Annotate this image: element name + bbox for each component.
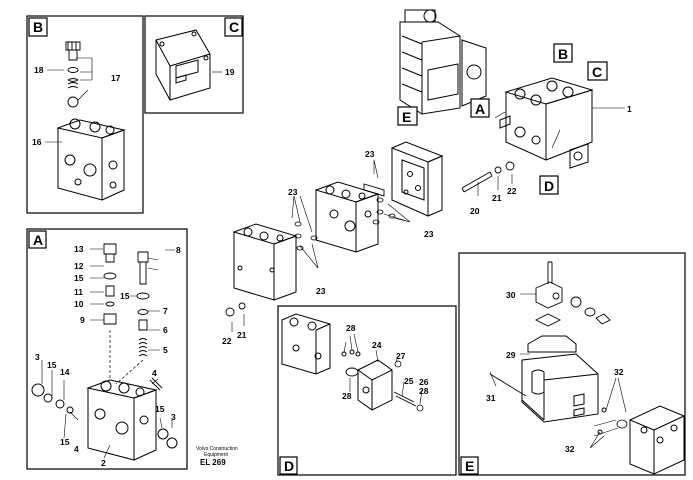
- part-8: 8: [176, 245, 181, 255]
- pilot-screw: [534, 261, 611, 327]
- part-23b: 23: [288, 187, 298, 197]
- footer-line2: Equipment: [204, 452, 229, 458]
- part-15c: 15: [47, 360, 57, 370]
- part-25: 25: [404, 376, 414, 386]
- part-12: 12: [74, 261, 84, 271]
- part-19: 19: [225, 67, 235, 77]
- part-9: 9: [80, 315, 85, 325]
- inlet-section: [232, 223, 298, 301]
- part-4: 4: [74, 444, 79, 454]
- part-29: 29: [506, 350, 516, 360]
- intermediate-section: [314, 181, 380, 253]
- callout-d: D: [544, 178, 554, 194]
- part-26: 26: [419, 377, 429, 387]
- part-27: 27: [396, 351, 406, 361]
- part-17: 17: [111, 73, 121, 83]
- part-7: 7: [163, 306, 168, 316]
- callout-c: C: [592, 64, 602, 80]
- panel-c: [144, 15, 244, 114]
- panel-label-b: B: [33, 19, 43, 35]
- end-cover-section: [390, 141, 444, 217]
- panel-label-c: C: [229, 19, 239, 35]
- valve-block-b: [56, 118, 126, 201]
- part-3: 3: [35, 352, 40, 362]
- part-23a: 23: [365, 149, 375, 159]
- footer-line1: Volvo Construction: [196, 446, 238, 452]
- part-28a: 28: [346, 323, 356, 333]
- gasket-strip: [363, 183, 385, 197]
- cover-d: [357, 359, 393, 411]
- callout-e: E: [402, 109, 411, 125]
- part-15e: 15: [155, 404, 165, 414]
- part-14: 14: [60, 367, 70, 377]
- part-31: 31: [486, 393, 496, 403]
- panel-label-d: D: [284, 458, 294, 474]
- part-5: 5: [163, 345, 168, 355]
- part-13: 13: [74, 244, 84, 254]
- part-23d: 23: [316, 286, 326, 296]
- part-2: 2: [101, 458, 106, 468]
- valve-section-d: [281, 313, 331, 375]
- valve-screw-part: [65, 41, 81, 108]
- part-28c: 28: [342, 391, 352, 401]
- part-18: 18: [34, 65, 44, 75]
- part-15d: 15: [60, 437, 70, 447]
- panel-label-a: A: [33, 232, 43, 248]
- valve-stack-left: [103, 243, 117, 325]
- tie-rod: [225, 161, 515, 317]
- part-10: 10: [74, 299, 84, 309]
- part-22a: 22: [507, 186, 517, 196]
- callout-a: A: [475, 101, 485, 117]
- main-control-valve: [499, 77, 625, 169]
- panel-label-e: E: [465, 458, 474, 474]
- part-11: 11: [74, 287, 83, 297]
- panel-a: [26, 228, 188, 470]
- panel-d: [277, 305, 457, 476]
- part-20: 20: [470, 206, 480, 216]
- part-28b: 28: [419, 386, 429, 396]
- part-1: 1: [627, 104, 632, 114]
- part-6: 6: [163, 325, 168, 335]
- o-rings: [294, 197, 396, 251]
- solenoid-valve-assembly: [399, 9, 487, 115]
- part-21b: 21: [237, 330, 247, 340]
- valve-stack-right: [136, 251, 150, 357]
- valve-section-e: [629, 405, 685, 475]
- part-24: 24: [372, 340, 382, 350]
- part-30: 30: [506, 290, 516, 300]
- part-32a: 32: [614, 367, 624, 377]
- part-3b: 3: [171, 412, 176, 422]
- valve-block-a: [86, 379, 158, 461]
- part-22b: 22: [222, 336, 232, 346]
- doc-code: EL 269: [200, 458, 226, 467]
- part-32b: 32: [565, 444, 575, 454]
- part-15a: 15: [74, 273, 84, 283]
- solenoid-e: [521, 335, 599, 423]
- cover-plate-part: [155, 29, 211, 101]
- part-21a: 21: [492, 193, 502, 203]
- part-15b: 15: [120, 291, 130, 301]
- panel-b: [26, 15, 144, 214]
- part-16: 16: [32, 137, 42, 147]
- callout-b: B: [558, 46, 568, 62]
- part-23c: 23: [424, 229, 434, 239]
- panel-e: [458, 252, 686, 476]
- part-4b: 4: [152, 368, 157, 378]
